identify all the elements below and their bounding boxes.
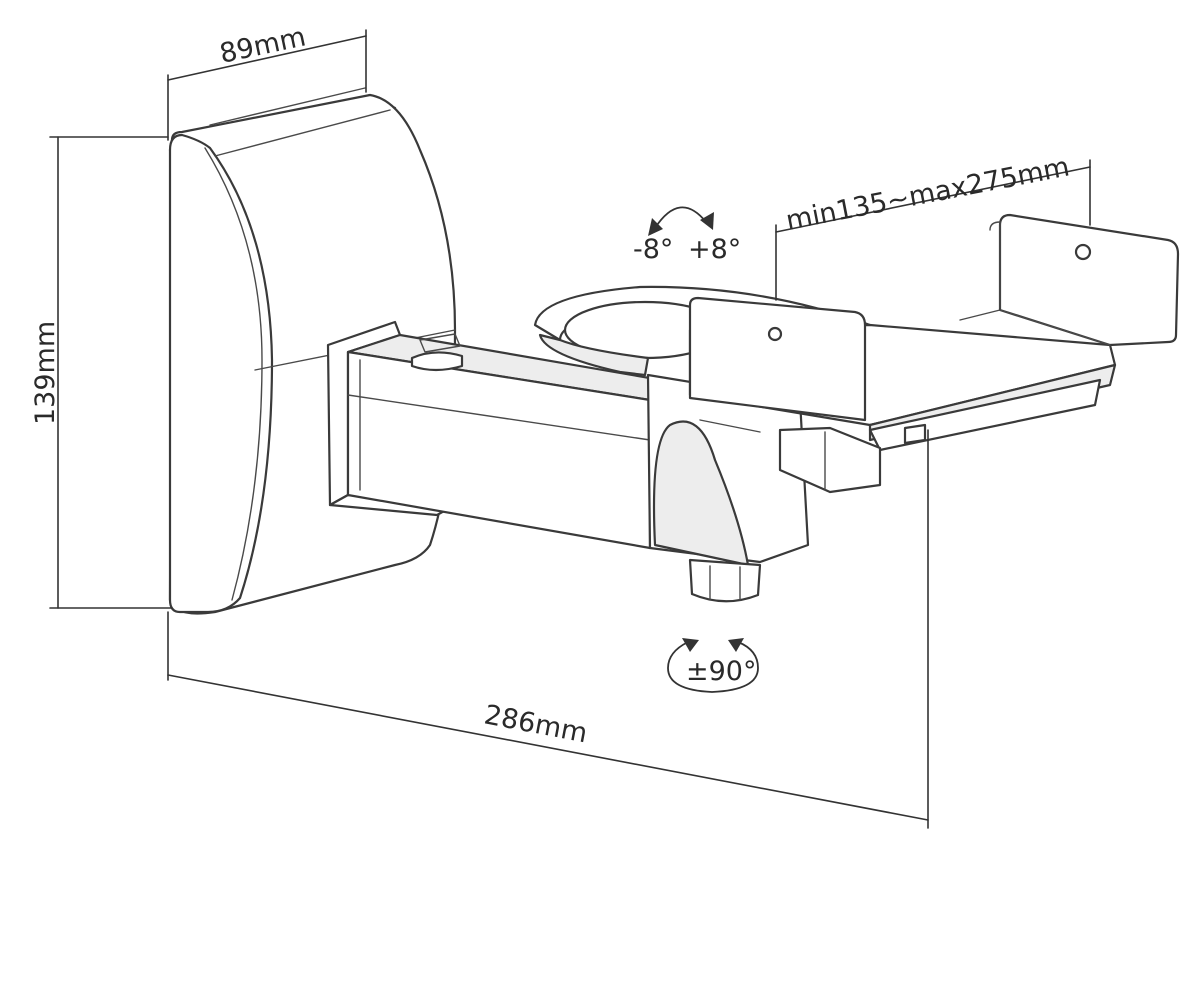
dimension-height-label: 139mm: [30, 321, 61, 425]
dimension-height: 139mm: [30, 136, 173, 609]
tilt-minus-label: -8°: [633, 234, 673, 265]
tilt-annotation: -8° +8°: [633, 206, 741, 265]
dimension-depth-label: 89mm: [217, 21, 309, 69]
dimension-total-length-label: 286mm: [482, 699, 590, 749]
swivel-annotation: ±90°: [667, 638, 759, 693]
tilt-plus-label: +8°: [688, 234, 741, 265]
swivel-arrow-icon: [667, 641, 759, 693]
pivot-block: [646, 373, 810, 603]
extension-arm: [326, 320, 692, 550]
tilt-arrow-icon: [654, 206, 707, 229]
swivel-label: ±90°: [686, 656, 756, 687]
